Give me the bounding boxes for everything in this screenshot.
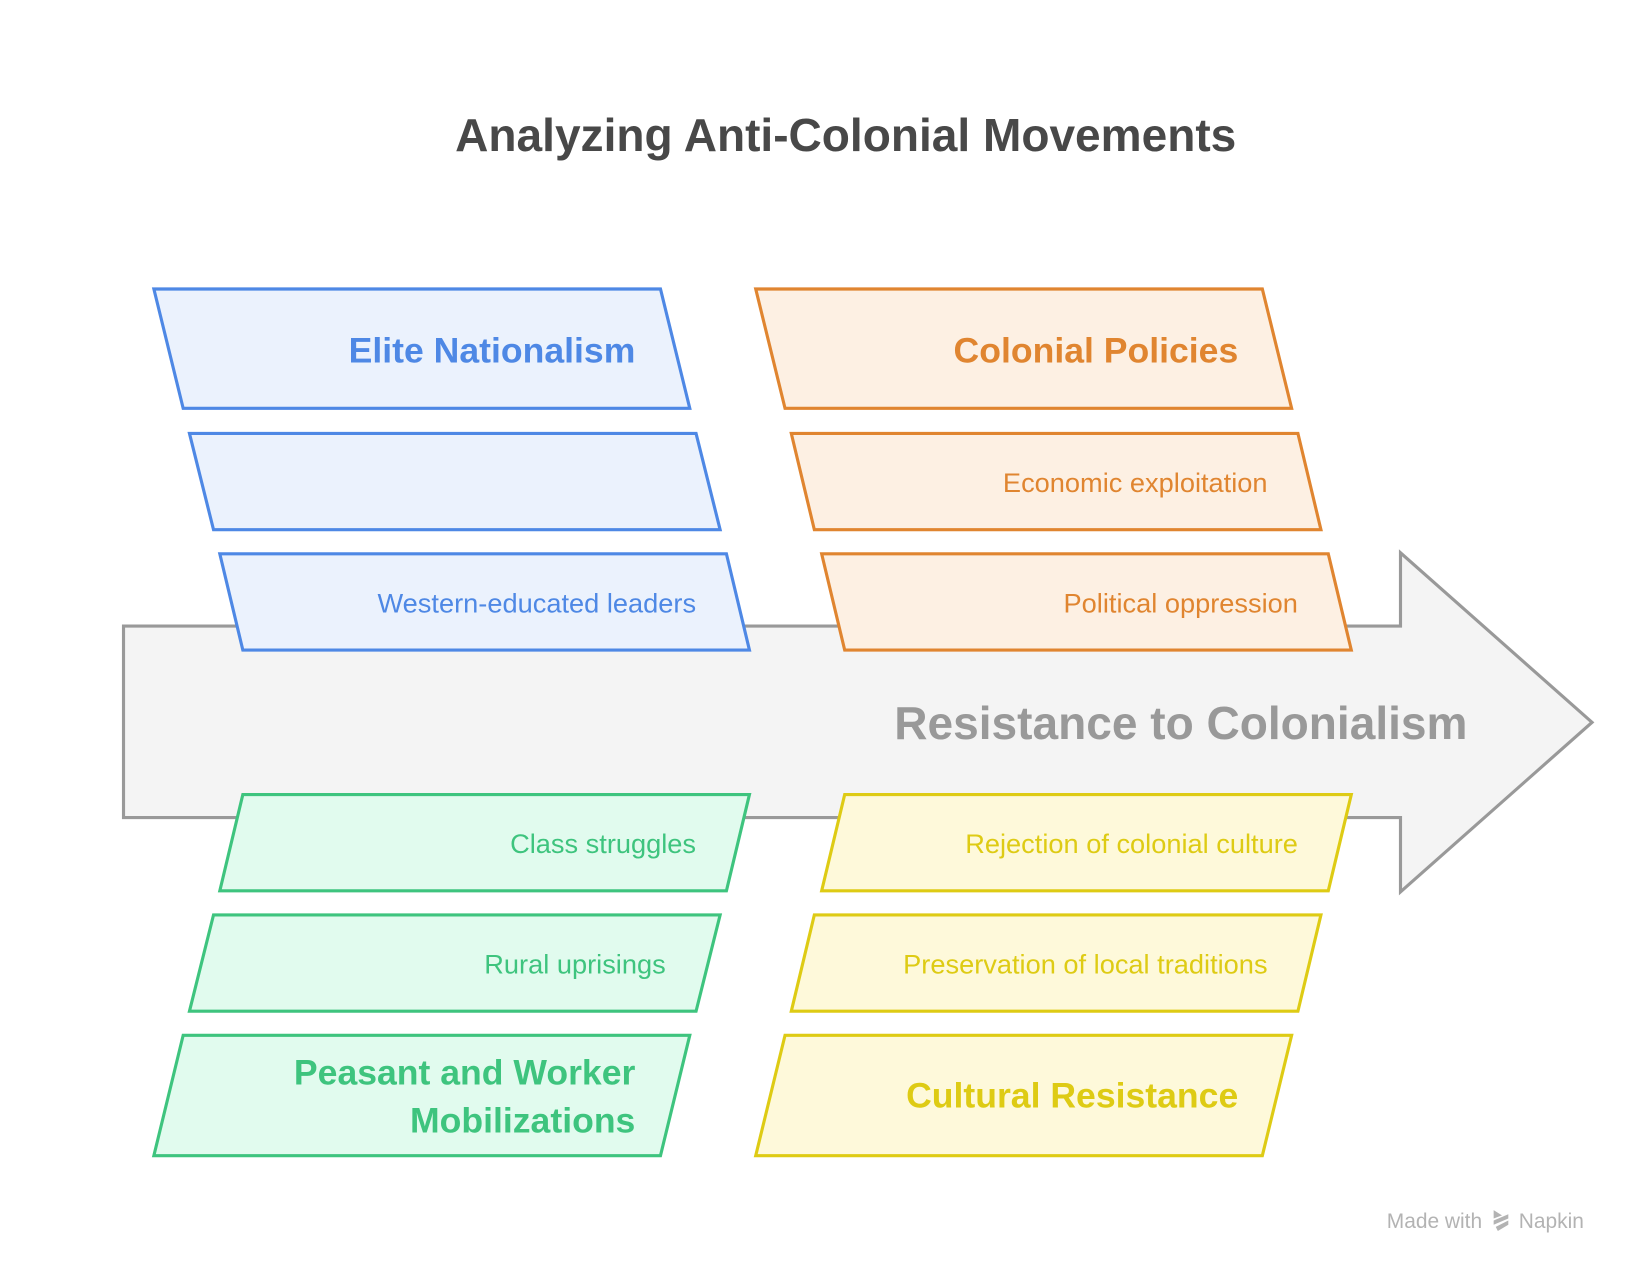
item-box [187, 913, 723, 1013]
diagram-title: Analyzing Anti-Colonial Movements [455, 109, 1236, 161]
item-label: Rejection of colonial culture [965, 828, 1298, 859]
item-label: Political oppression [1064, 587, 1298, 618]
category-header-label: Cultural Resistance [906, 1076, 1238, 1116]
item-box [819, 552, 1354, 652]
category-peasant-worker-mobilizations: Class struggles Rural uprisings Peasant … [151, 792, 752, 1158]
category-header-box [151, 1033, 692, 1158]
item-label: Preservation of local traditions [903, 949, 1267, 980]
napkin-logo-icon [1493, 1210, 1509, 1232]
item-box [819, 792, 1354, 893]
category-cultural-resistance: Rejection of colonial culture Preservati… [753, 792, 1354, 1158]
item-box [789, 431, 1323, 532]
category-colonial-policies: Colonial Policies Economic exploitation … [753, 287, 1354, 652]
category-header-label-line1: Peasant and Worker [294, 1052, 636, 1092]
item-label: Class struggles [510, 828, 696, 859]
watermark-brand: Napkin [1519, 1210, 1584, 1233]
category-header-box [753, 287, 1294, 410]
category-header-box [753, 1033, 1294, 1158]
item-box [187, 431, 723, 532]
category-header-label: Elite Nationalism [349, 330, 636, 370]
item-label: Rural uprisings [484, 949, 665, 980]
item-box [217, 552, 752, 652]
category-header-box [151, 287, 692, 410]
spine-label: Resistance to Colonialism [894, 697, 1467, 749]
category-header-label: Colonial Policies [954, 330, 1239, 370]
category-header-label-line2: Mobilizations [410, 1101, 635, 1141]
item-box [217, 792, 752, 893]
category-elite-nationalism: Elite Nationalism Western-educated leade… [151, 287, 752, 652]
made-with-napkin-watermark[interactable]: Made with Napkin [1387, 1210, 1584, 1233]
item-label: Western-educated leaders [377, 587, 696, 618]
item-label: Economic exploitation [1003, 467, 1268, 498]
item-box [789, 913, 1323, 1013]
watermark-prefix: Made with [1387, 1210, 1482, 1233]
